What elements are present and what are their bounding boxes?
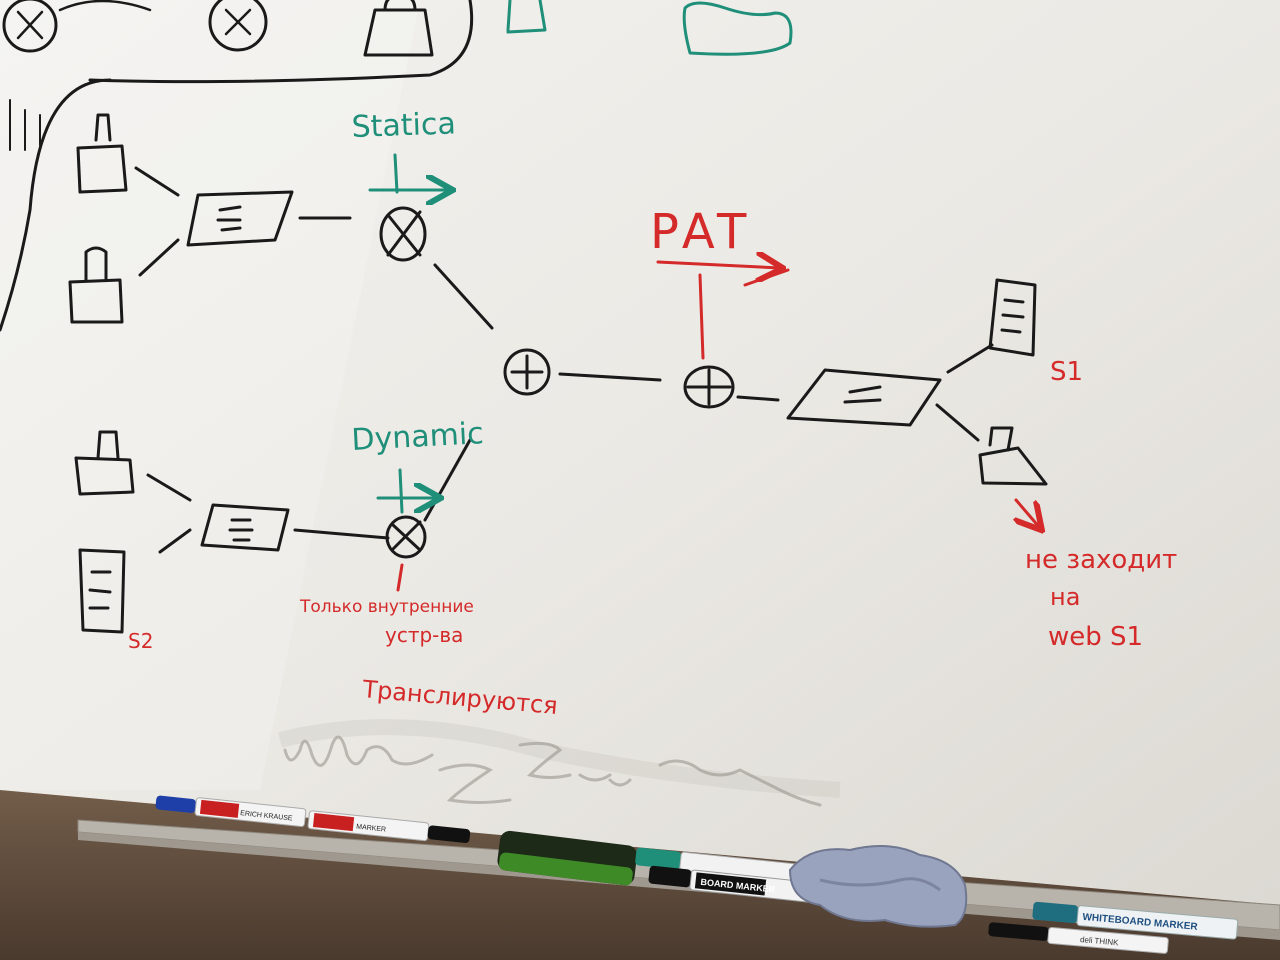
pc-icon xyxy=(74,430,135,496)
cleaning-cloth[interactable] xyxy=(788,845,968,928)
marker-1[interactable]: ERICH KRAUSE xyxy=(155,793,307,828)
red-annotations xyxy=(396,262,1040,592)
board-smudge xyxy=(278,719,841,798)
erased-scribbles xyxy=(283,735,822,807)
pc-icon xyxy=(978,426,1048,486)
eraser[interactable] xyxy=(496,830,638,887)
marker-5[interactable]: WHITEBOARD MARKER xyxy=(1032,901,1239,940)
marker-2-label: MARKER xyxy=(356,824,387,834)
label-s1-server: S1 xyxy=(1050,357,1083,387)
router-icon xyxy=(683,365,735,409)
server-icon xyxy=(988,278,1037,357)
label-s2-server: S2 xyxy=(128,629,153,653)
switch-icon xyxy=(200,503,290,552)
marker-4[interactable]: BOARD MARKER xyxy=(648,865,822,904)
switch-icon xyxy=(786,368,942,427)
network-diagram xyxy=(68,113,1048,634)
note-no-access-line3: web S1 xyxy=(1048,622,1143,652)
pc-icon xyxy=(76,113,128,194)
note-no-access-line2: на xyxy=(1050,583,1080,611)
label-dynamic: Dynamic xyxy=(351,416,485,458)
server-icon xyxy=(78,548,126,634)
switch-icon xyxy=(186,190,294,247)
whiteboard-surface xyxy=(0,0,1280,905)
pc-icon xyxy=(68,246,124,324)
label-statica: Statica xyxy=(351,106,456,145)
router-icon xyxy=(503,348,551,396)
note-internal-line2: устр-ва xyxy=(385,623,463,647)
teal-annotations xyxy=(368,153,450,514)
marker-6-label: deli THINK xyxy=(1080,935,1120,947)
router-icon xyxy=(379,206,427,262)
marker-2[interactable]: MARKER xyxy=(307,810,471,846)
top-partial-drawings xyxy=(0,0,793,332)
router-icon xyxy=(385,515,427,559)
note-internal-line1: Только внутренние xyxy=(299,597,474,617)
cloth-fold xyxy=(819,877,941,892)
marker-6[interactable]: deli THINK xyxy=(988,922,1169,954)
note-no-access-line1: не заходит xyxy=(1025,545,1177,575)
label-pat: PAT xyxy=(650,204,752,260)
